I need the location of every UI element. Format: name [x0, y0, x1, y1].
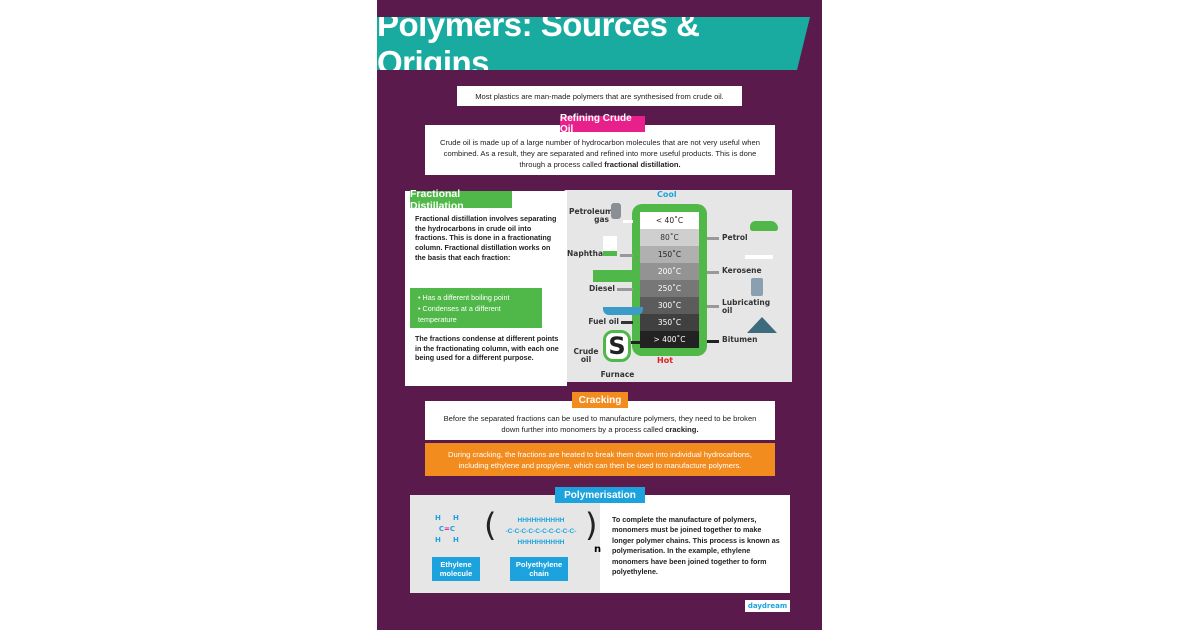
- polyethylene-structure: HHHHHHHHHH-C-C-C-C-C-C-C-C-C-C-HHHHHHHHH…: [505, 517, 577, 547]
- ship-icon: [603, 307, 643, 315]
- diesel-label: Diesel: [588, 284, 615, 293]
- temp-row: < 40˚C: [640, 212, 699, 229]
- fractionating-column: < 40˚C 80˚C 150˚C 200˚C 250˚C 300˚C 350˚…: [632, 204, 707, 356]
- polymerisation-heading: Polymerisation: [555, 487, 645, 503]
- crude-oil-label: Crude oil: [573, 347, 599, 365]
- bullet: • Condenses at a different temperature: [418, 303, 501, 324]
- fractional-heading: Fractional Distillation: [410, 188, 512, 212]
- arrow: [707, 305, 719, 308]
- kerosene-label: Kerosene: [722, 266, 762, 275]
- open-bracket-icon: (: [484, 506, 497, 544]
- lubricating-oil-label: Lubricating oil: [722, 298, 771, 316]
- arrow: [707, 271, 719, 274]
- cracking-heading: Cracking: [572, 392, 628, 408]
- arrow: [620, 254, 633, 257]
- petroleum-gas-label: Petroleum gas: [569, 207, 613, 225]
- arrow: [707, 237, 719, 240]
- refining-bold: fractional distillation.: [604, 159, 681, 169]
- arrow: [707, 340, 719, 343]
- polymerisation-text: To complete the manufacture of polymers,…: [612, 515, 780, 577]
- temp-row: 150˚C: [640, 246, 699, 263]
- refining-box: Crude oil is made up of a large number o…: [425, 125, 775, 175]
- truck-icon: [593, 270, 633, 282]
- poster: Polymers: Sources & Origins Most plastic…: [377, 0, 822, 630]
- temp-row: 200˚C: [640, 263, 699, 280]
- cracking-bold: cracking.: [665, 424, 699, 434]
- polyethylene-label: Polyethylene chain: [510, 557, 568, 581]
- daydream-logo: daydream: [745, 600, 790, 612]
- fractional-text-2: The fractions condense at different poin…: [415, 334, 559, 363]
- n-subscript: n: [594, 544, 602, 555]
- temp-row: 80˚C: [640, 229, 699, 246]
- plane-icon: [745, 255, 773, 259]
- road-icon: [747, 317, 777, 333]
- distillation-diagram: Cool Hot < 40˚C 80˚C 150˚C 200˚C 250˚C 3…: [545, 190, 792, 382]
- bullet-box: • Has a different boiling point • Conden…: [410, 288, 542, 328]
- fractional-text: Fractional distillation involves separat…: [415, 214, 557, 262]
- close-bracket-icon: ): [585, 506, 598, 544]
- fuel-oil-label: Fuel oil: [588, 317, 619, 326]
- naphtha-label: Naphtha: [567, 249, 604, 258]
- cracking-box-2: During cracking, the fractions are heate…: [425, 443, 775, 476]
- cracking-text: Before the separated fractions can be us…: [443, 413, 757, 434]
- poster-title: Polymers: Sources & Origins: [377, 17, 810, 70]
- furnace-label: Furnace: [600, 370, 635, 379]
- arrow: [631, 341, 641, 344]
- ethylene-label: Ethylene molecule: [432, 557, 480, 581]
- arrow: [617, 288, 633, 291]
- temp-row: 300˚C: [640, 297, 699, 314]
- gas-cylinder-icon: [611, 203, 621, 219]
- bitumen-label: Bitumen: [722, 335, 758, 344]
- furnace-icon: S: [603, 330, 631, 362]
- temp-row: > 400˚C: [640, 331, 699, 348]
- arrow: [623, 220, 633, 223]
- oil-can-icon: [751, 278, 763, 296]
- temp-row: 250˚C: [640, 280, 699, 297]
- bullet: • Has a different boiling point: [418, 293, 510, 302]
- arrow: [621, 321, 633, 324]
- petrol-label: Petrol: [722, 233, 748, 242]
- intro-box: Most plastics are man-made polymers that…: [457, 86, 742, 106]
- fractional-panel: Fractional Distillation Fractional disti…: [405, 188, 567, 386]
- hot-label: Hot: [657, 356, 674, 365]
- temp-row: 350˚C: [640, 314, 699, 331]
- cool-label: Cool: [657, 190, 677, 199]
- car-icon: [750, 221, 778, 231]
- refining-text: Crude oil is made up of a large number o…: [440, 137, 760, 169]
- naphtha-can-icon: [603, 236, 617, 256]
- refining-heading: Refining Crude Oil: [560, 113, 645, 135]
